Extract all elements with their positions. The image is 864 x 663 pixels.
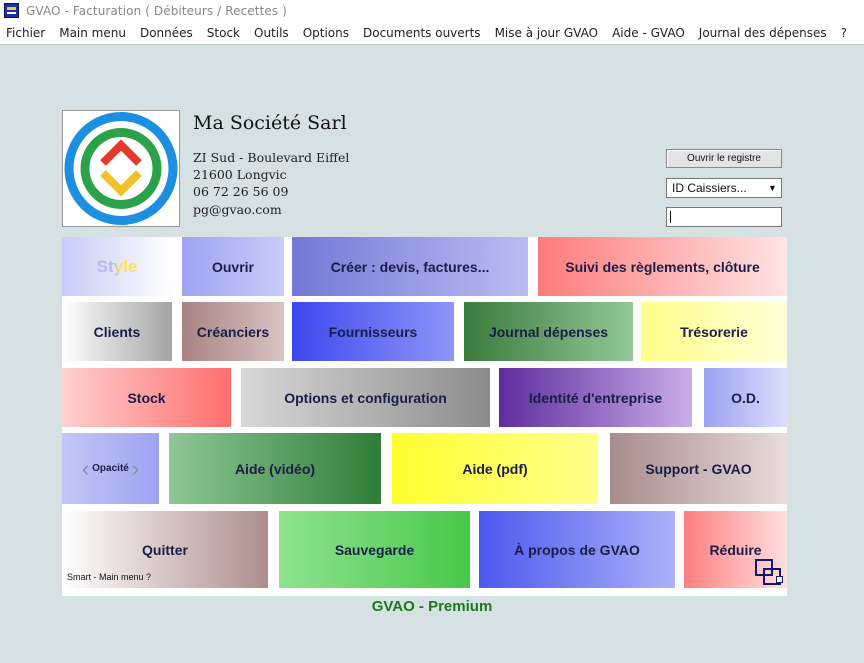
- stock-button[interactable]: Stock: [62, 368, 231, 427]
- main-menu-grid: Style Ouvrir Créer : devis, factures... …: [62, 237, 787, 596]
- text-caret: [670, 211, 671, 223]
- menu-aide[interactable]: Aide - GVAO: [612, 26, 685, 40]
- dropdown-arrow-icon[interactable]: ▼: [768, 183, 777, 193]
- company-logo: [62, 110, 180, 227]
- open-register-button[interactable]: Ouvrir le registre: [666, 149, 782, 168]
- company-email: pg@gvao.com: [193, 202, 282, 217]
- menu-donnees[interactable]: Données: [139, 26, 193, 40]
- company-name: Ma Société Sarl: [193, 112, 347, 134]
- open-button[interactable]: Ouvrir: [182, 237, 284, 296]
- suppliers-button[interactable]: Fournisseurs: [292, 302, 454, 361]
- pdf-help-button[interactable]: Aide (pdf): [392, 433, 598, 504]
- smart-menu-link[interactable]: Smart - Main menu ?: [67, 572, 152, 582]
- support-button[interactable]: Support - GVAO: [610, 433, 787, 504]
- menu-outils[interactable]: Outils: [254, 26, 289, 40]
- window-title: GVAO - Facturation ( Débiteurs / Recette…: [26, 4, 287, 18]
- menu-help[interactable]: ?: [840, 26, 848, 40]
- menu-fichier[interactable]: Fichier: [6, 26, 46, 40]
- menu-documents-ouverts[interactable]: Documents ouverts: [363, 26, 481, 40]
- treasury-button[interactable]: Trésorerie: [641, 302, 787, 361]
- company-phone: 06 72 26 56 09: [193, 184, 289, 199]
- menu-main-menu[interactable]: Main menu: [59, 26, 126, 40]
- app-icon: [4, 3, 19, 18]
- opacity-label: Opacité: [92, 463, 129, 474]
- creditors-button[interactable]: Créanciers: [182, 302, 284, 361]
- style-button[interactable]: Style: [62, 237, 172, 296]
- company-address-line2: 21600 Longvic: [193, 167, 287, 182]
- logo-icon: [64, 112, 178, 225]
- cashier-select-value: ID Caissiers...: [672, 181, 747, 195]
- company-address-line1: ZI Sud - Boulevard Eiffel: [193, 150, 350, 165]
- expense-journal-button[interactable]: Journal dépenses: [464, 302, 633, 361]
- quit-label: Quitter: [142, 541, 188, 558]
- video-help-button[interactable]: Aide (vidéo): [169, 433, 381, 504]
- minimize-label: Réduire: [709, 541, 762, 558]
- create-documents-button[interactable]: Créer : devis, factures...: [292, 237, 528, 296]
- menu-options[interactable]: Options: [302, 26, 349, 40]
- quit-button[interactable]: Quitter Smart - Main menu ?: [62, 511, 268, 588]
- clients-button[interactable]: Clients: [62, 302, 172, 361]
- menu-stock[interactable]: Stock: [206, 26, 240, 40]
- cashier-input[interactable]: [666, 207, 782, 227]
- menu-mise-a-jour[interactable]: Mise à jour GVAO: [494, 26, 599, 40]
- od-button[interactable]: O.D.: [704, 368, 787, 427]
- menu-bar: Fichier Main menu Données Stock Outils O…: [0, 22, 864, 44]
- minimize-icon: [755, 559, 783, 585]
- cashier-select[interactable]: ID Caissiers... ▼: [666, 178, 782, 198]
- minimize-button[interactable]: Réduire: [684, 511, 787, 588]
- company-identity-button[interactable]: Identité d'entreprise: [499, 368, 692, 427]
- edition-label: GVAO - Premium: [371, 598, 493, 615]
- menu-journal-depenses[interactable]: Journal des dépenses: [698, 26, 827, 40]
- about-button[interactable]: À propos de GVAO: [479, 511, 675, 588]
- style-label: Style: [96, 256, 138, 276]
- opacity-control[interactable]: ‹ Opacité ›: [62, 433, 159, 504]
- backup-button[interactable]: Sauvegarde: [279, 511, 470, 588]
- options-config-button[interactable]: Options et configuration: [241, 368, 490, 427]
- chevron-left-icon[interactable]: ‹: [81, 455, 90, 481]
- chevron-right-icon[interactable]: ›: [131, 455, 140, 481]
- title-bar: GVAO - Facturation ( Débiteurs / Recette…: [0, 0, 864, 22]
- payment-tracking-button[interactable]: Suivi des règlements, clôture: [538, 237, 787, 296]
